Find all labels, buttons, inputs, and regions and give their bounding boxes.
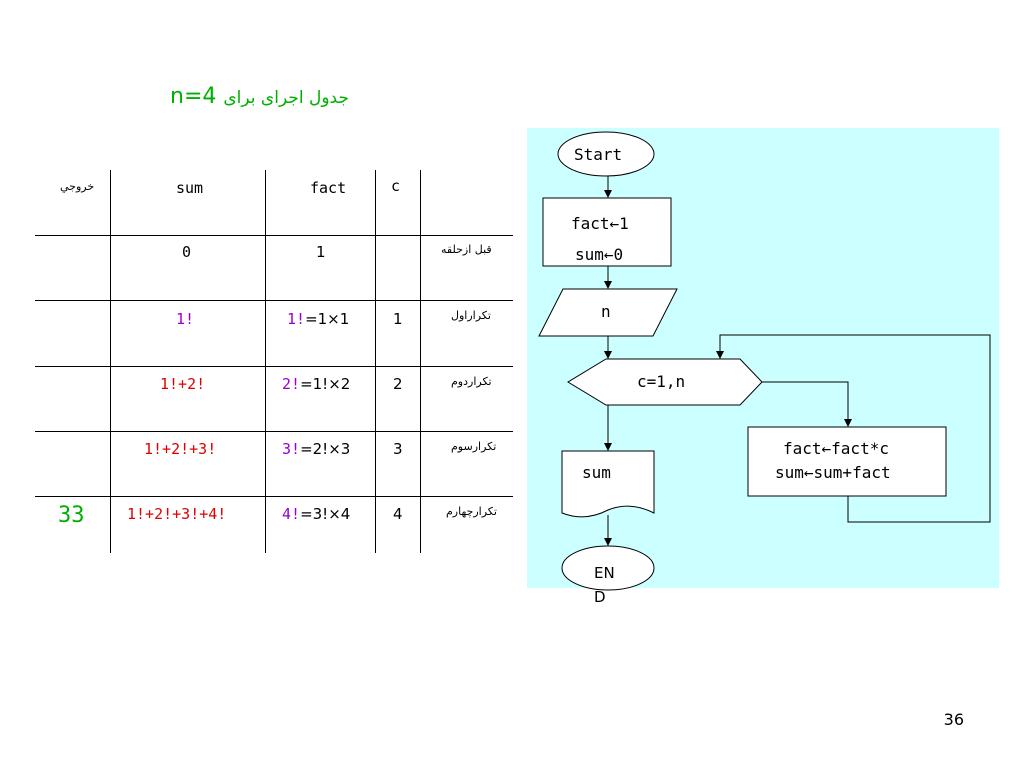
fact-cell: 3!=2!×3 — [282, 440, 351, 458]
page-number: 36 — [943, 710, 964, 729]
sum-cell: 1!+2!+3!+4! — [127, 505, 227, 523]
header-sum: sum — [176, 179, 204, 197]
row-label: تكراراول — [451, 309, 491, 322]
arrow-loop-back — [716, 334, 991, 523]
header-c: c — [391, 177, 401, 195]
row-label: تكراردوم — [451, 375, 492, 388]
row-label: قبل ازحلقه — [441, 243, 492, 256]
table-vline — [110, 170, 111, 553]
table-hline — [35, 366, 513, 367]
end-terminal — [561, 545, 655, 591]
header-fact: fact — [310, 179, 347, 197]
fact-cell: 2!=1!×2 — [282, 375, 351, 393]
table-hline — [35, 496, 513, 497]
table-hline — [35, 235, 513, 236]
title-n: n=4 — [170, 84, 217, 109]
loop-hexagon — [567, 358, 763, 406]
c-cell: 4 — [393, 505, 403, 523]
sum-cell: 1!+2!+3! — [144, 440, 217, 458]
loop-body-box — [747, 426, 947, 497]
fact-cell: 1 — [316, 243, 326, 261]
row-label: تكرارسوم — [451, 440, 497, 453]
fact-cell: 1!=1×1 — [287, 310, 350, 328]
sum-cell: 1! — [176, 310, 195, 328]
input-label: n — [601, 302, 611, 321]
init-process-box — [542, 197, 672, 267]
row-label: تكرارچهارم — [446, 505, 497, 518]
page-title: n=4 جدول اجرای برای — [170, 84, 349, 109]
fact-cell: 4!=3!×4 — [282, 505, 351, 523]
output-cell: 33 — [58, 503, 85, 528]
input-parallelogram — [538, 288, 678, 337]
sum-cell: 1!+2! — [160, 375, 206, 393]
table-vline — [375, 170, 376, 553]
loop-label: c=1,n — [637, 372, 686, 391]
table-hline — [35, 300, 513, 301]
start-label: Start — [574, 145, 623, 164]
output-document — [561, 450, 655, 518]
body-line1: fact←fact*c — [783, 439, 889, 458]
c-cell: 3 — [393, 440, 403, 458]
c-cell: 1 — [393, 310, 403, 328]
arrow-loop-body — [762, 381, 852, 427]
table-hline — [35, 431, 513, 432]
c-cell: 2 — [393, 375, 403, 393]
end-label-line2: D — [594, 588, 606, 606]
end-label-line1: EN — [594, 564, 615, 582]
table-vline — [265, 170, 266, 553]
init-line2: sum←0 — [575, 245, 624, 264]
start-terminal — [557, 131, 655, 177]
body-line2: sum←sum+fact — [775, 463, 891, 482]
table-vline — [420, 170, 421, 553]
title-persian: جدول اجرای برای — [223, 88, 349, 108]
sum-cell: 0 — [182, 243, 192, 261]
header-output: خروجي — [60, 180, 95, 193]
output-label: sum — [582, 463, 611, 482]
init-line1: fact←1 — [571, 214, 629, 233]
